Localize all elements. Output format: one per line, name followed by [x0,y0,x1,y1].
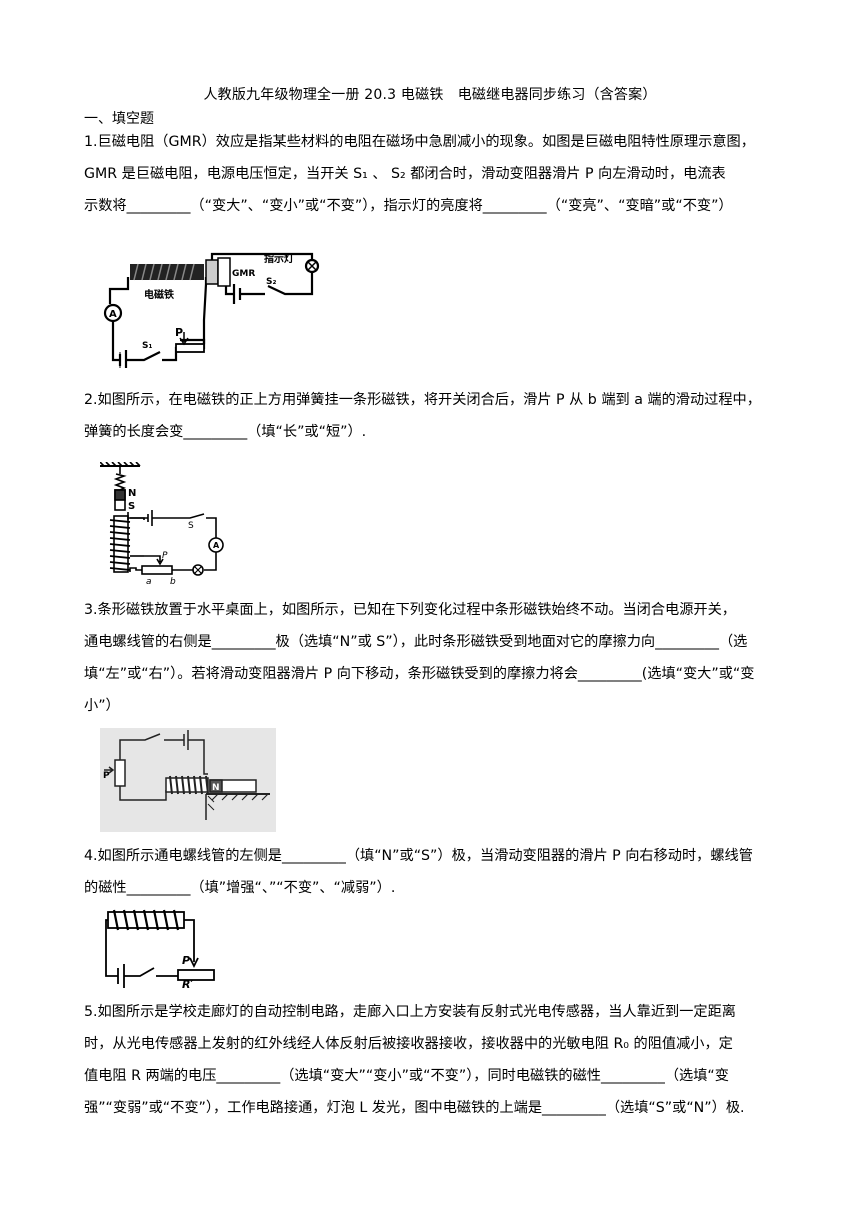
question-5-line-2: 时，从光电传感器上发射的红外线经人体反射后被接收器接收，接收器中的光敏电阻 R₀… [84,1036,733,1052]
question-4: 4.如图所示通电螺线管的左侧是_________（填“N”或“S”）极，当滑动变… [84,840,784,904]
fig2-ammeter-label: A [213,541,220,550]
fig3-p-label: P [103,771,110,781]
fig1-lamp-label: 指示灯 [264,252,294,265]
question-5-line-3: 值电阻 R 两端的电压_________（选填“变大”“变小”或“不变”），同时… [84,1068,729,1084]
question-5-line-4: 强”“变弱”或“不变”），工作电路接通，灯泡 L 发光，图中电磁铁的上端是___… [84,1100,745,1116]
figure-1-gmr-circuit: A 电磁铁 GMR 指示灯 S₂ S₁ P [103,252,320,368]
fig2-switch-label: S [188,521,194,531]
question-3-line-3: 填“左”或“右”）。若将滑动变阻器滑片 P 向下移动，条形磁铁受到的摩擦力将会_… [84,666,755,682]
question-5-line-1: 5.如图所示是学校走廊灯的自动控制电路，走廊入口上方安装有反射式光电传感器，当人… [84,1004,736,1020]
fig4-p-label: P [182,954,190,967]
question-1: 1.巨磁电阻（GMR）效应是指某些材料的电阻在磁场中急剧减小的现象。如图是巨磁电… [84,126,784,222]
question-3-line-2: 通电螺线管的右侧是_________极（选填“N”或 S”），此时条形磁铁受到地… [84,634,748,650]
question-4-line-1: 4.如图所示通电螺线管的左侧是_________（填“N”或“S”）极，当滑动变… [84,848,753,864]
fig1-s1-label: S₁ [142,341,152,351]
fig1-s2-label: S₂ [266,277,276,287]
section-heading: 一、填空题 [84,111,154,127]
question-2: 2.如图所示，在电磁铁的正上方用弹簧挂一条形磁铁，将开关闭合后，滑片 P 从 b… [84,384,784,448]
fig2-p-label: P [162,551,168,561]
figure-2-spring-magnet: N S S A P a b [100,462,224,586]
question-4-line-2: 的磁性_________（填”增强“、”“不变”、“减弱”）. [84,880,396,896]
fig3-n-label: N [212,783,220,793]
fig1-gmr-label: GMR [232,269,255,279]
figure-4-solenoid-rheostat: P R′ [105,909,215,988]
question-3-line-1: 3.条形磁铁放置于水平桌面上，如图所示，已知在下列变化过程中条形磁铁始终不动。当… [84,602,736,618]
fig2-n-label: N [128,488,136,499]
fig1-electromagnet-label: 电磁铁 [144,288,174,301]
question-3-line-4: 小”） [84,698,120,714]
question-1-line-2: GMR 是巨磁电阻，电源电压恒定，当开关 S₁ 、 S₂ 都闭合时，滑动变阻器滑… [84,166,726,182]
question-1-line-3: 示数将_________（“变大”、“变小”或“不变”），指示灯的亮度将____… [84,198,733,214]
fig4-r-label: R′ [182,978,193,988]
fig2-a-label: a [146,577,152,586]
figure-3-solenoid-table: P N [100,728,276,832]
page-title: 人教版九年级物理全一册 20.3 电磁铁 电磁继电器同步练习（含答案） [203,87,657,103]
fig2-b-label: b [170,577,176,586]
question-2-line-2: 弹簧的长度会变_________（填“长”或“短”）. [84,424,367,440]
fig1-p-label: P [175,326,183,339]
fig1-ammeter-label: A [109,309,117,320]
question-3: 3.条形磁铁放置于水平桌面上，如图所示，已知在下列变化过程中条形磁铁始终不动。当… [84,594,784,722]
fig2-s-label: S [128,501,135,512]
question-5: 5.如图所示是学校走廊灯的自动控制电路，走廊入口上方安装有反射式光电传感器，当人… [84,996,784,1124]
question-1-line-1: 1.巨磁电阻（GMR）效应是指某些材料的电阻在磁场中急剧减小的现象。如图是巨磁电… [84,134,755,150]
question-2-line-1: 2.如图所示，在电磁铁的正上方用弹簧挂一条形磁铁，将开关闭合后，滑片 P 从 b… [84,392,761,408]
